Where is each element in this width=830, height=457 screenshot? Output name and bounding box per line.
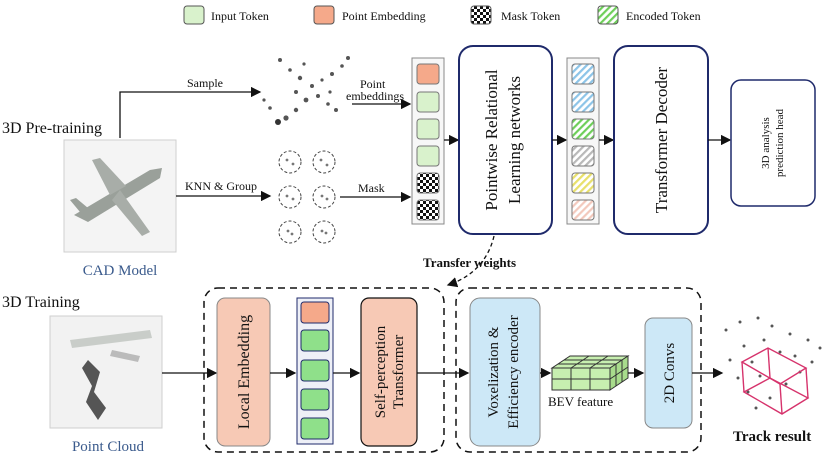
point-embeddings-label-2: embeddings	[346, 89, 404, 103]
encoder-group-outline	[203, 287, 445, 453]
voxel-encoder-label-2: Efficiency encoder	[506, 315, 522, 428]
track-result-label: Track result	[733, 429, 811, 445]
prln-label-2: Learning networks	[505, 76, 524, 204]
encoded-token	[571, 63, 595, 85]
transformer-decoder-label: Transformer Decoder	[652, 67, 671, 214]
point-cloud-caption: Point Cloud	[72, 439, 145, 455]
cad-model-image	[63, 139, 177, 253]
point-embedding-swatch	[313, 5, 335, 25]
mask-token	[416, 172, 440, 194]
encoded-token	[571, 172, 595, 194]
point-embedding-token	[300, 301, 330, 324]
pretraining-token-column	[411, 57, 445, 225]
self-perception-label-1: Self-perception	[373, 325, 389, 418]
sample-arrow	[119, 86, 262, 138]
input-token	[300, 388, 330, 411]
transfer-weights-label: Transfer weights	[423, 255, 516, 270]
encoded-token	[571, 91, 595, 113]
point-embeddings-label-1: Point	[360, 77, 386, 91]
encoded-token	[571, 199, 595, 221]
prediction-head-label-2: prediction head	[774, 108, 786, 177]
training-stage-label: 3D Training	[2, 294, 80, 311]
convs-label: 2D Convs	[662, 343, 678, 404]
bev-feature-block	[550, 355, 630, 391]
input-token-swatch	[183, 5, 205, 25]
legend-mask-token: Mask Token	[501, 9, 560, 23]
sample-label: Sample	[187, 76, 223, 90]
pretraining-stage-label: 3D Pre-training	[2, 120, 102, 137]
knn-label: KNN & Group	[185, 179, 257, 193]
encoded-token	[571, 145, 595, 167]
self-perception-box	[360, 297, 418, 447]
transfer-weights-arrow	[446, 235, 495, 288]
prln-label-1: Pointwise Relational	[482, 69, 501, 210]
input-token	[300, 329, 330, 352]
input-token	[416, 91, 440, 113]
input-token	[300, 359, 330, 382]
point-cloud-image	[49, 315, 163, 429]
legend-point-embedding: Point Embedding	[342, 9, 426, 23]
mask-label: Mask	[358, 181, 385, 195]
voxel-encoder-label-1: Voxelization &	[486, 326, 502, 417]
local-embedding-box	[216, 297, 271, 447]
prediction-head-box	[730, 79, 816, 207]
sampled-points	[262, 56, 350, 125]
training-token-column	[296, 297, 334, 445]
input-token	[416, 145, 440, 167]
encoded-token-swatch	[597, 5, 619, 25]
legend: Input Token Point Embedding Mask Token E…	[183, 5, 701, 25]
cad-model-caption: CAD Model	[83, 263, 158, 279]
encoded-token-column	[566, 57, 600, 225]
track-result-image	[724, 316, 822, 415]
voxel-encoder-box	[469, 297, 541, 447]
detection-group-outline	[455, 287, 702, 453]
grouped-patch-points	[285, 158, 329, 236]
legend-encoded-token: Encoded Token	[626, 9, 701, 23]
grouped-patches	[278, 150, 336, 244]
bev-feature-label: BEV feature	[548, 394, 613, 409]
mask-token	[416, 199, 440, 221]
legend-input-token: Input Token	[211, 9, 269, 23]
point-embedding-token	[416, 63, 440, 85]
encoded-token	[571, 118, 595, 140]
local-embedding-label: Local Embedding	[236, 315, 253, 429]
input-token	[416, 118, 440, 140]
prediction-head-label-1: 3D analysis	[760, 117, 772, 169]
mask-token-swatch	[470, 5, 492, 25]
self-perception-label-2: Transformer	[391, 335, 407, 409]
input-token	[300, 417, 330, 440]
